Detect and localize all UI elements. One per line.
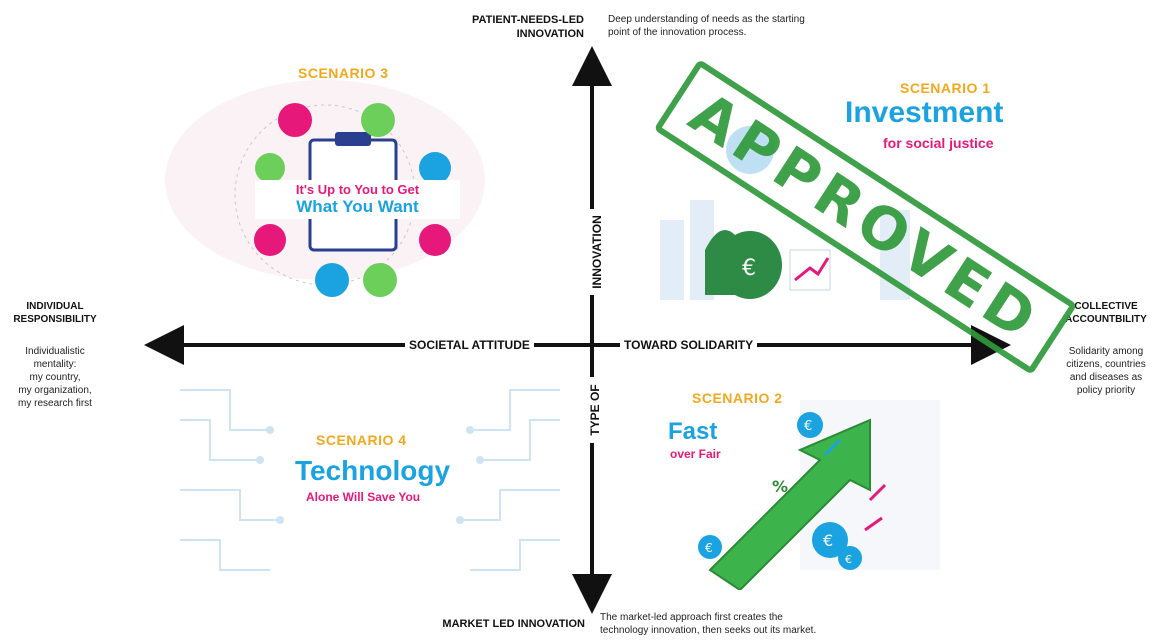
scenario-4-illustration <box>180 389 560 571</box>
svg-text:€: € <box>823 531 833 550</box>
hourglass-icon <box>255 153 285 183</box>
svg-text:%: % <box>772 477 788 496</box>
left-side-description: Individualistic mentality: my country, m… <box>18 346 92 409</box>
scenario-3-title-line2: What You Want <box>296 197 419 216</box>
euro-coin-icon <box>797 412 823 438</box>
axis-label-toward-solidarity: TOWARD SOLIDARITY <box>620 338 758 352</box>
scenario-4-subtitle: Alone Will Save You <box>306 490 421 504</box>
top-axis-title: PATIENT-NEEDS-LED INNOVATION <box>471 14 584 40</box>
scenario-4-label: SCENARIO 4 <box>316 432 407 448</box>
scenario-3-title-line1: It's Up to You to Get <box>295 182 420 197</box>
svg-text:€: € <box>804 419 812 434</box>
svg-text:€: € <box>742 256 756 281</box>
top-axis-description: Deep understanding of needs as the start… <box>608 14 805 38</box>
phone-icon <box>254 224 286 256</box>
scenario-2-title: Fast <box>668 418 718 445</box>
scenario-2-illustration: % € € € € <box>698 400 940 590</box>
right-side-description: Solidarity among citizens, countries and… <box>1066 346 1146 396</box>
svg-text:€: € <box>845 553 852 566</box>
scenario-1-subtitle: for social justice <box>883 135 994 151</box>
scenario-1-illustration: € <box>660 126 910 300</box>
scenario-1-label: SCENARIO 1 <box>900 80 991 96</box>
money-bag-icon <box>718 231 782 299</box>
people-icon <box>419 224 451 256</box>
axis-label-societal-attitude: SOCIETAL ATTITUDE <box>405 338 534 352</box>
scenario-1-title: Investment <box>845 96 1004 129</box>
left-side-heading: INDIVIDUAL RESPONSIBILITY <box>13 301 97 325</box>
svg-text:€: € <box>705 541 713 555</box>
lock-icon <box>278 103 312 137</box>
scenario-3-title-box: It's Up to You to Get What You Want <box>255 180 460 219</box>
axis-label-innovation: INNOVATION <box>590 209 604 295</box>
scenario-3-label: SCENARIO 3 <box>298 65 389 81</box>
piggy-bank-icon <box>361 103 395 137</box>
scenario-4-title: Technology <box>295 455 451 486</box>
bottom-axis-description: The market-led approach first creates th… <box>600 612 817 636</box>
axis-label-type-of: TYPE OF <box>588 377 602 443</box>
user-shield-icon <box>315 263 349 297</box>
right-side-heading: COLLECTIVE ACCOUNTBILITY <box>1065 301 1147 325</box>
network-icon <box>363 263 397 297</box>
scenario-2-subtitle: over Fair <box>670 447 721 461</box>
scenario-2-label: SCENARIO 2 <box>692 390 783 406</box>
bottom-axis-title: MARKET LED INNOVATION <box>442 618 585 630</box>
shield-icon <box>419 152 451 184</box>
